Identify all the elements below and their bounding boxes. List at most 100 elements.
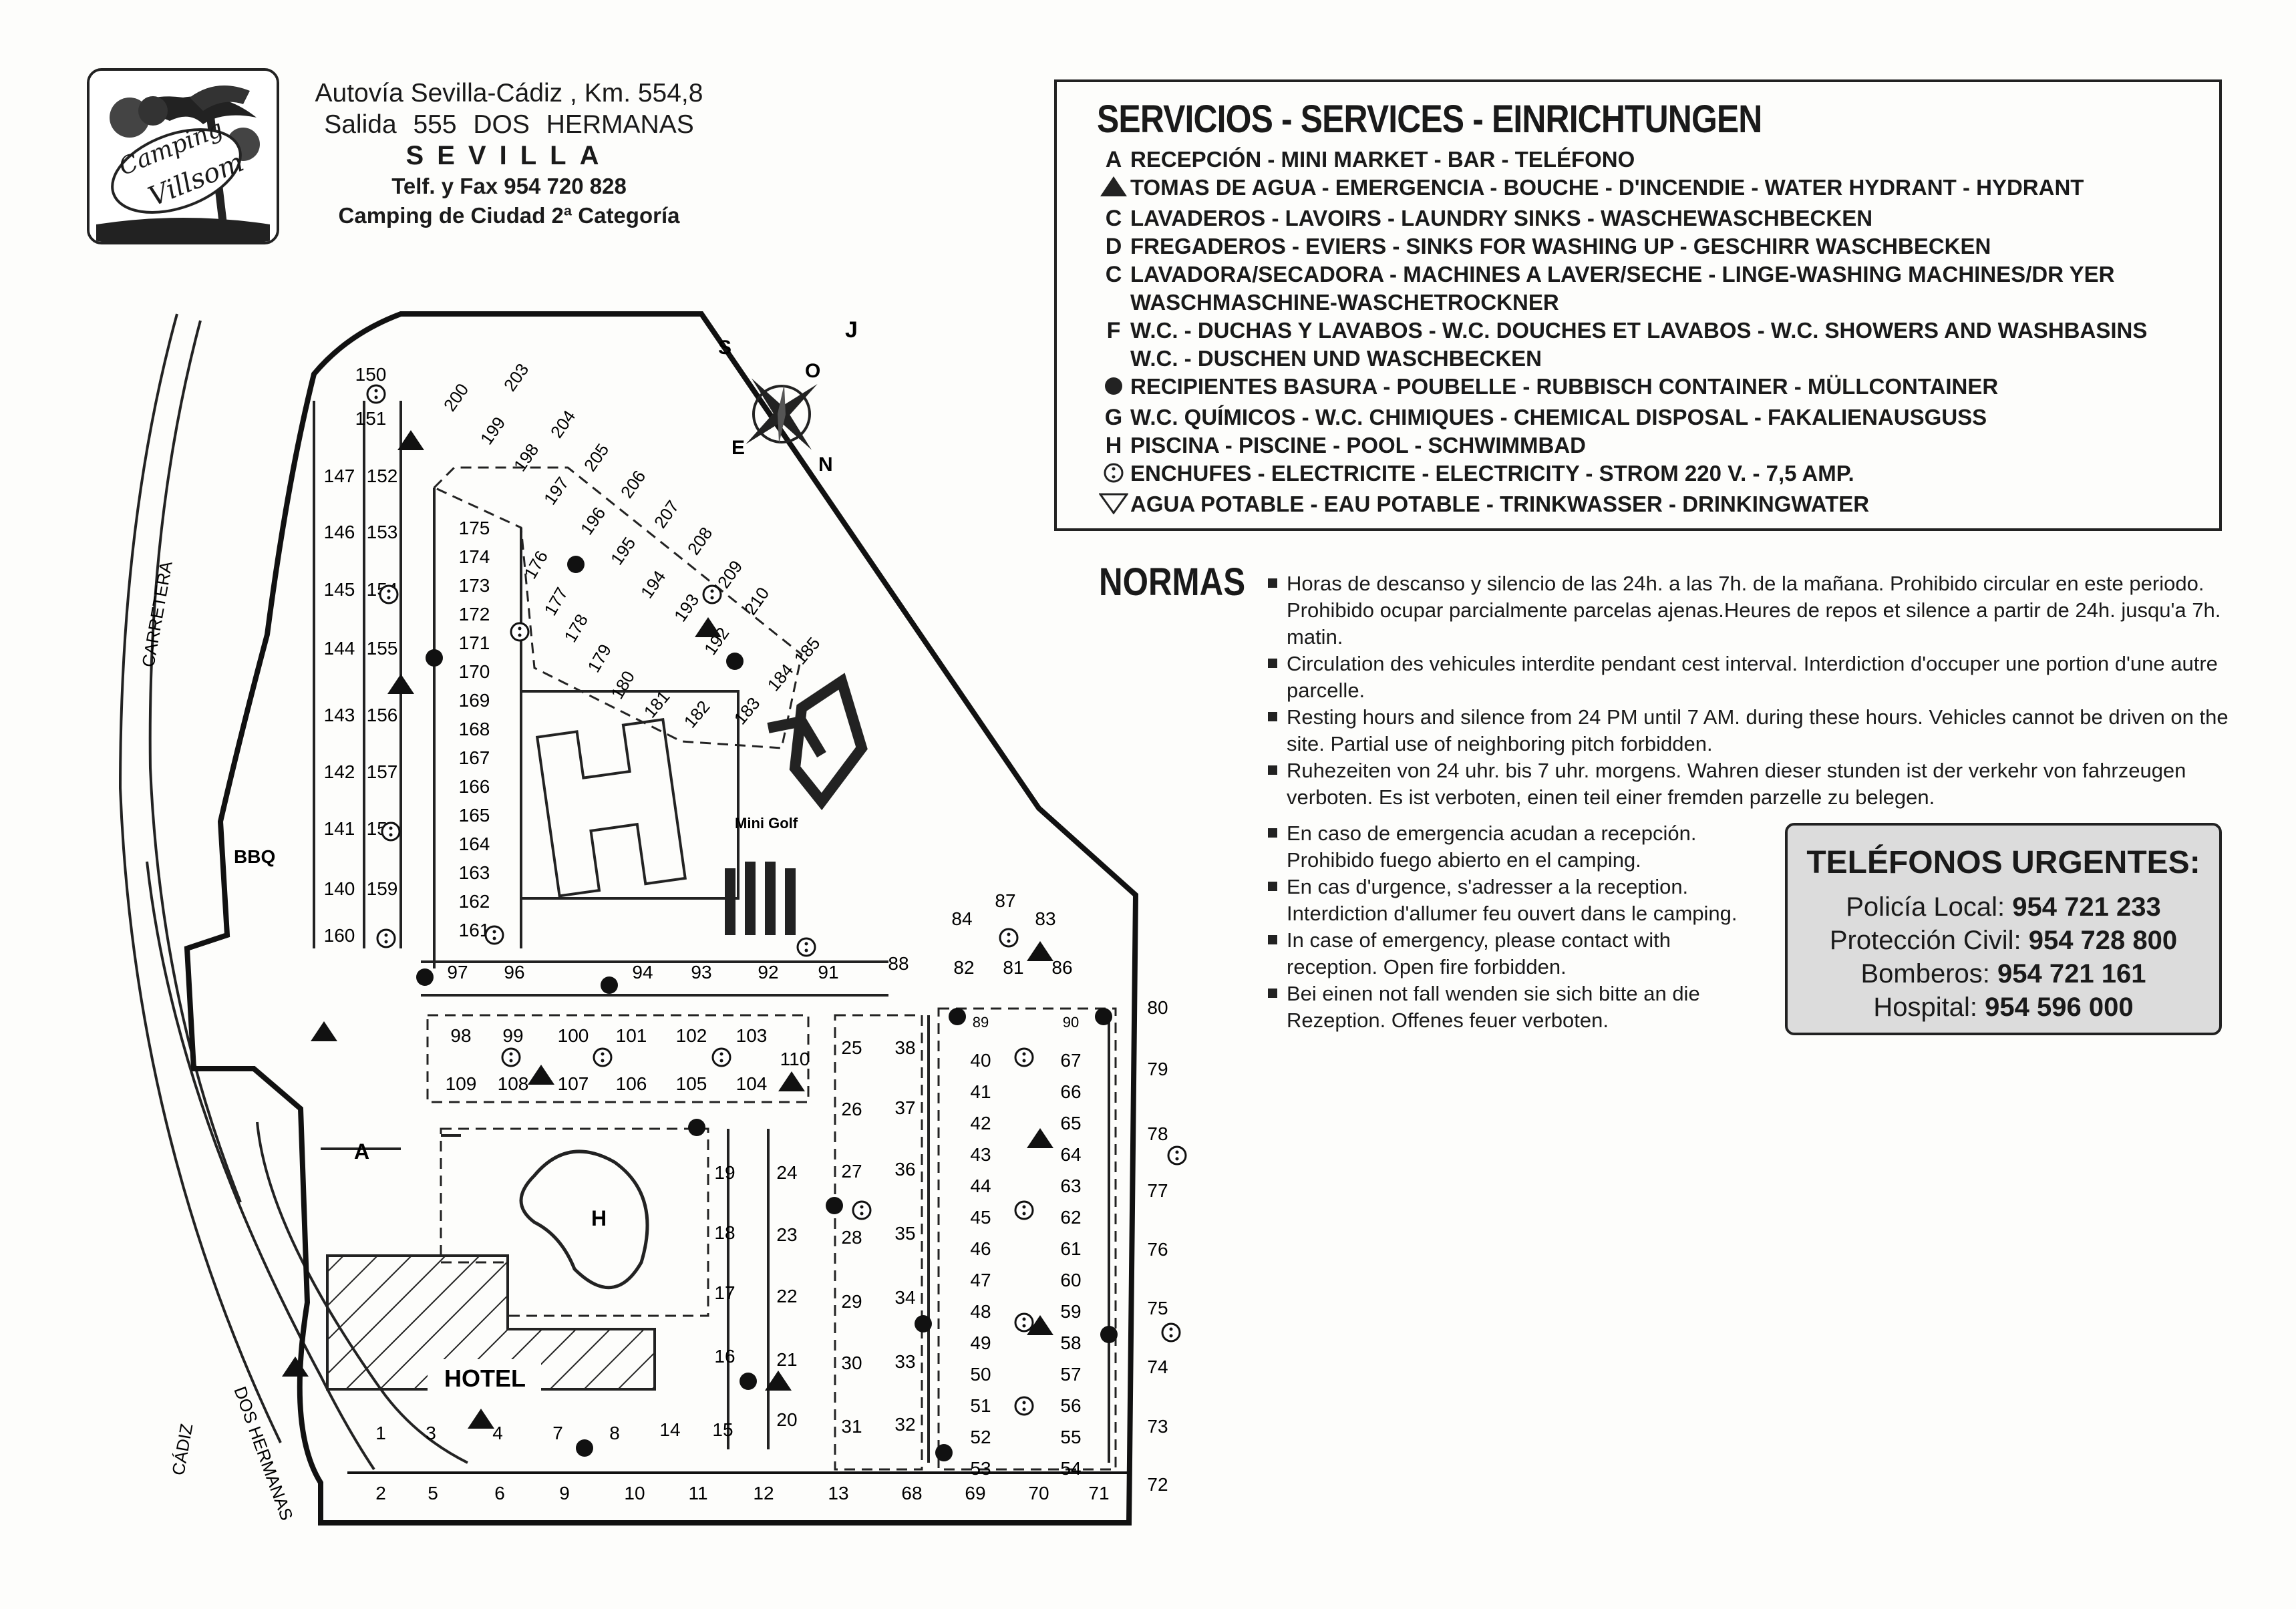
water-hydrant-icon <box>387 674 414 694</box>
compass-s: S <box>718 337 731 359</box>
pitch-label: 24 <box>776 1162 797 1183</box>
pitch-label: 68 <box>901 1483 922 1503</box>
pitch-label: 70 <box>1028 1483 1049 1503</box>
pitch-label: 43 <box>970 1144 991 1165</box>
pitch-label: 210 <box>740 583 773 618</box>
rule-text: En cas d'urgence, s'adresser a la recept… <box>1287 875 1738 925</box>
pitch-label: 208 <box>683 523 716 558</box>
pitch-label: 78 <box>1147 1123 1168 1144</box>
emergency-rules: En caso de emergencia acudan a recepción… <box>1268 820 1764 1034</box>
normas-rules: Horas de descanso y silencio de las 24h.… <box>1268 570 2230 811</box>
pitch-label: 145 <box>324 579 355 600</box>
phone-number[interactable]: 954 721 233 <box>2012 892 2161 922</box>
pitch-label: 69 <box>965 1483 985 1503</box>
pitch-label: 80 <box>1147 997 1168 1018</box>
pitch-label: 184 <box>764 660 798 695</box>
pitch-label: 175 <box>459 518 490 538</box>
electric-plug-icon <box>1161 1322 1181 1343</box>
pitch-label: 13 <box>828 1483 848 1503</box>
pitch-label: 16 <box>714 1346 735 1367</box>
pitch-label: 62 <box>1060 1207 1081 1228</box>
services-title: SERVICIOS - SERVICES - EINRICHTUNGEN <box>1097 98 1762 141</box>
pitch-label: 103 <box>736 1025 768 1046</box>
pitch-label: 97 <box>447 962 468 982</box>
pitch-label: 110 <box>780 1049 810 1069</box>
road-lower-edge <box>146 861 375 1471</box>
pitch-label: 38 <box>894 1037 915 1058</box>
water-hydrant-icon <box>765 1371 792 1391</box>
electric-plug-icon <box>484 925 504 945</box>
pitch-label: 6 <box>494 1483 505 1503</box>
pitch-label: 98 <box>450 1025 471 1046</box>
pitch-label: 166 <box>459 776 490 797</box>
pitch-label: 47 <box>970 1270 991 1290</box>
pitch-label: 61 <box>1060 1238 1081 1259</box>
pitch-label: 93 <box>691 962 711 982</box>
pitch-label: 76 <box>1147 1239 1168 1260</box>
phone-label: Protección Civil: <box>1829 926 2029 955</box>
pitch-label: 140 <box>324 878 355 899</box>
service-text: AGUA POTABLE - EAU POTABLE - TRINKWASSER… <box>1130 492 1870 516</box>
pitch-label: 147 <box>324 466 355 486</box>
pitch-label: 79 <box>1147 1059 1168 1079</box>
normas-title: NORMAS <box>1099 560 1246 604</box>
pitch-label: 88 <box>888 953 909 974</box>
phone-number[interactable]: 954 721 161 <box>1997 959 2146 989</box>
phone-number[interactable]: 954 728 800 <box>2028 926 2178 955</box>
rule-text: Bei einen not fall wenden sie sich bitte… <box>1287 982 1700 1032</box>
electric-plug-icon <box>376 928 396 948</box>
pitch-label: 96 <box>504 962 524 982</box>
pitch-label: 178 <box>560 610 592 646</box>
hotel-label-bg <box>428 1359 541 1396</box>
bullet-square-icon <box>1268 882 1277 891</box>
electric-plug-icon <box>702 584 722 604</box>
phone-number[interactable]: 954 596 000 <box>1985 993 2134 1022</box>
service-item: RECIPIENTES BASURA - POUBELLE - RUBBISCH… <box>1097 373 2219 403</box>
water-hydrant-icon <box>1027 1315 1053 1335</box>
pitch-label: 17 <box>714 1282 735 1303</box>
water-hydrant-icon <box>282 1357 309 1377</box>
pitch-label: 164 <box>459 834 490 854</box>
pitch-label: 64 <box>1060 1144 1081 1165</box>
pitch-label: 169 <box>459 690 490 711</box>
service-key: A <box>1105 147 1122 172</box>
bbq-label: BBQ <box>234 846 275 867</box>
pitch-label: 193 <box>670 590 703 625</box>
pitch-label: 7 <box>552 1423 563 1443</box>
water-hydrant-icon <box>468 1409 494 1429</box>
electric-plug-icon <box>1014 1396 1034 1416</box>
trash-bin-icon <box>416 968 434 986</box>
pitch-label: 109 <box>446 1073 477 1094</box>
pitch-label: 204 <box>546 406 579 441</box>
pitch-label: 90 <box>1063 1014 1079 1031</box>
trash-bin-icon <box>935 1444 953 1461</box>
compass-e: E <box>731 437 745 459</box>
pitch-label: 163 <box>459 862 490 883</box>
pitch-label: 172 <box>459 604 490 624</box>
address-line-1: Autovía Sevilla-Cádiz , Km. 554,8 <box>315 79 703 108</box>
hotel-area <box>326 1254 656 1391</box>
pitch-label: 67 <box>1060 1050 1081 1071</box>
phone-line: Policía Local: 954 721 233 <box>1788 890 2219 924</box>
pitch-label: 50 <box>970 1364 991 1385</box>
phone-label: Policía Local: <box>1846 892 2013 922</box>
plug-icon <box>1097 460 1130 490</box>
triangle-up-icon <box>1097 174 1130 204</box>
pitch-label: 142 <box>324 761 355 782</box>
pitch-label: 205 <box>580 439 613 475</box>
water-hydrant-icon <box>695 617 721 637</box>
pitch-label: 162 <box>459 891 490 912</box>
service-text: W.C. - DUCHAS Y LAVABOS - W.C. DOUCHES E… <box>1130 318 2148 371</box>
pitch-label: 40 <box>970 1050 991 1071</box>
rule-text: Circulation des vehicules interdite pend… <box>1287 652 2218 702</box>
pitch-label: 55 <box>1060 1427 1081 1447</box>
electric-plug-icon <box>593 1047 613 1067</box>
water-hydrant-icon <box>1027 1128 1053 1148</box>
pitch-label: 167 <box>459 747 490 768</box>
pitch-label: 18 <box>714 1222 735 1243</box>
pitch-label: 20 <box>776 1409 797 1430</box>
pitch-label: 73 <box>1147 1416 1168 1437</box>
